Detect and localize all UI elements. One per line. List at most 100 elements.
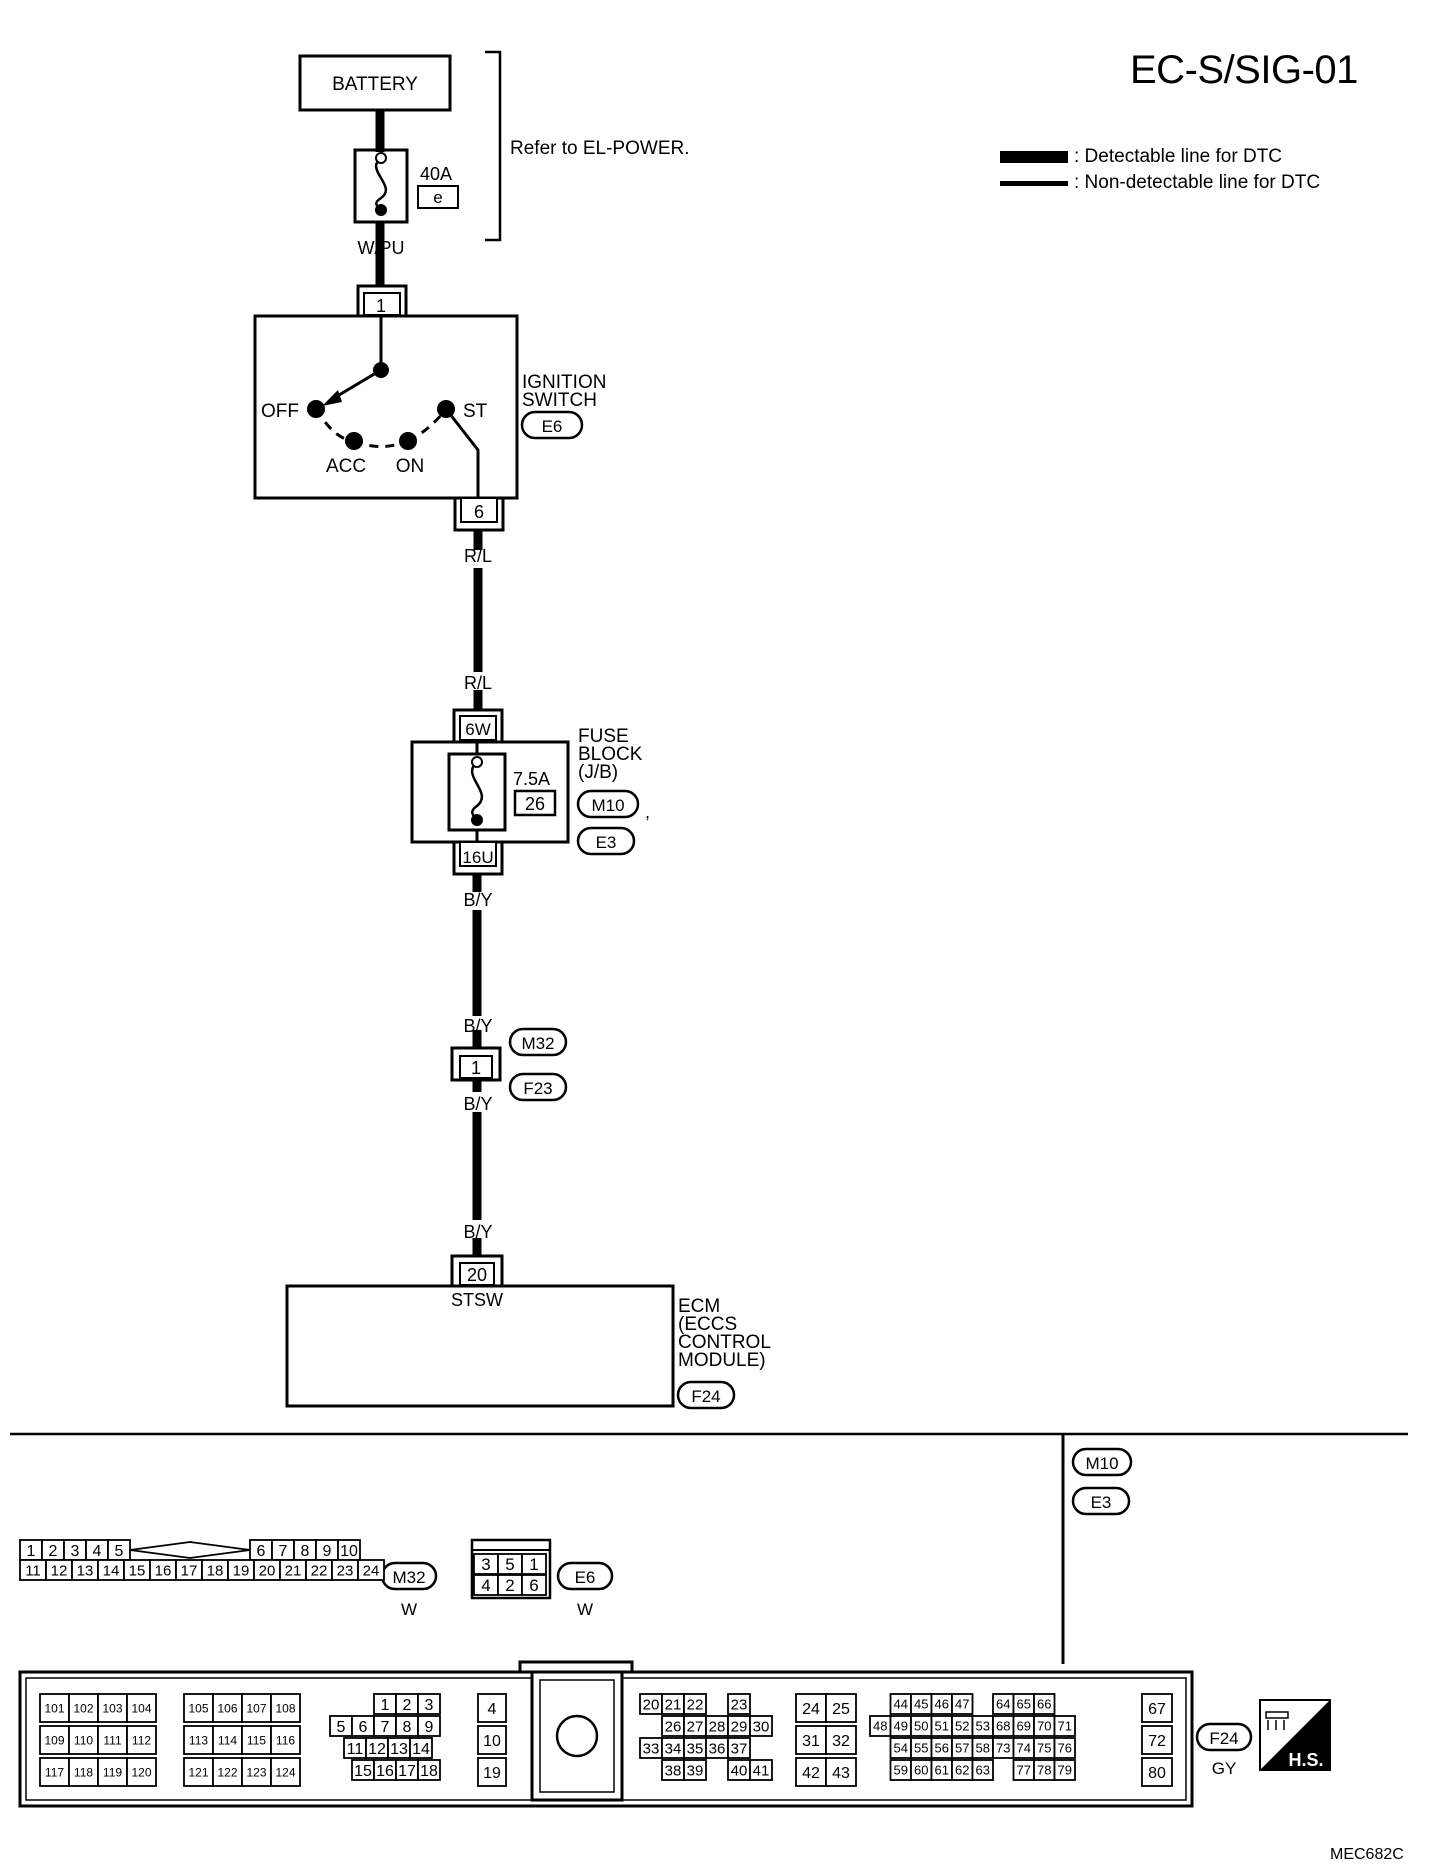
- f24-pin: 68: [996, 1719, 1010, 1734]
- f24-pin: 6: [359, 1719, 368, 1736]
- fuse-name-1: FUSE: [578, 726, 629, 747]
- f24-pin-cell: [241, 1757, 272, 1787]
- e6-pin: 5: [505, 1555, 514, 1574]
- f24-pin-cell: [477, 1757, 507, 1787]
- f24-pin: 40: [731, 1762, 748, 1779]
- f24-pin-cell: [749, 1759, 773, 1781]
- legend-detectable: : Detectable line for DTC: [1000, 146, 1282, 168]
- f24-pin: 61: [935, 1763, 949, 1778]
- f24-pin-cell: [409, 1737, 433, 1759]
- joint-connector-bottom: F23: [523, 1079, 552, 1098]
- f24-pin: 58: [976, 1741, 990, 1756]
- f24-pin-cell: [417, 1693, 441, 1715]
- wire-label-by-2: B/Y: [463, 1016, 492, 1036]
- m32-pin: 22: [311, 1562, 328, 1579]
- m32-pin: 1: [27, 1543, 36, 1560]
- f24-pin: 73: [996, 1741, 1010, 1756]
- fuse-terminal-out: 16U: [462, 848, 493, 867]
- f24-pin: 56: [935, 1741, 949, 1756]
- m32-latch-icon: [129, 1541, 251, 1559]
- f24-pin: 121: [188, 1765, 208, 1779]
- e6-view-id: E6: [575, 1568, 596, 1587]
- f24-pin: 36: [709, 1740, 726, 1757]
- divider-tag-m10: M10: [1085, 1454, 1118, 1473]
- ecm-box: [285, 1284, 675, 1408]
- fuse-connector-1: M10: [591, 796, 624, 815]
- ign-terminal-in: 1: [376, 296, 386, 316]
- f24-pin: 37: [731, 1740, 748, 1757]
- f24-pin: 42: [802, 1765, 820, 1782]
- f24-pin-cell: [39, 1693, 70, 1723]
- f24-pin: 20: [643, 1696, 660, 1713]
- m32-pin: 3: [71, 1543, 80, 1560]
- legend-non-detectable-text: : Non-detectable line for DTC: [1074, 172, 1321, 193]
- f24-pin: 117: [45, 1765, 64, 1779]
- f24-pin: 75: [1037, 1741, 1051, 1756]
- e6-pin-cell: [521, 1553, 547, 1575]
- pos-off: OFF: [261, 401, 299, 422]
- f24-pin-cell: [126, 1693, 157, 1723]
- tag-e3: [576, 826, 636, 856]
- f24-pin-cell: [825, 1693, 857, 1723]
- f24-pin: 120: [131, 1765, 151, 1779]
- legend-detectable-text: : Detectable line for DTC: [1074, 146, 1283, 167]
- f24-pin: 28: [709, 1718, 726, 1735]
- f24-pin-cell: [1141, 1757, 1173, 1787]
- f24-pin: 35: [687, 1740, 704, 1757]
- f24-pin: 5: [337, 1719, 346, 1736]
- f24-pin: 48: [873, 1719, 887, 1734]
- f24-pin: 43: [832, 1765, 850, 1782]
- f24-pin: 54: [894, 1741, 908, 1756]
- ign-name-1: IGNITION: [522, 372, 606, 393]
- fusible-link-symbol: [374, 156, 388, 211]
- battery-label: BATTERY: [332, 74, 418, 95]
- ecm-signal: STSW: [451, 1290, 503, 1310]
- fuse-name-3: (J/B): [578, 762, 618, 783]
- f24-view-color: GY: [1212, 1759, 1237, 1778]
- f24-pin: 49: [894, 1719, 908, 1734]
- f24-pin: 23: [731, 1696, 748, 1713]
- pos-st: ST: [463, 401, 488, 422]
- f24-pin: 24: [802, 1701, 820, 1718]
- f24-pin: 55: [914, 1741, 928, 1756]
- f24-pin: 74: [1017, 1741, 1031, 1756]
- m32-pin: 2: [49, 1543, 58, 1560]
- f24-pin-cell: [97, 1757, 128, 1787]
- f24-pin: 7: [381, 1719, 390, 1736]
- ecm-name-4: MODULE): [678, 1350, 766, 1371]
- tag-view-e6: [556, 1561, 614, 1591]
- fusible-link-code: e: [433, 188, 442, 207]
- wire-label-by-1: B/Y: [463, 890, 492, 910]
- m32-pin: 10: [340, 1543, 358, 1560]
- f24-pin: 65: [1017, 1697, 1031, 1712]
- m32-pin: 16: [155, 1562, 172, 1579]
- f24-pin-cell: [212, 1757, 243, 1787]
- f24-pin: 80: [1148, 1765, 1166, 1782]
- f24-pin: 77: [1017, 1763, 1031, 1778]
- m32-view-color: W: [401, 1600, 417, 1619]
- f24-pin-cell: [417, 1759, 441, 1781]
- f24-pin-cell: [971, 1759, 994, 1781]
- refer-bracket: [485, 50, 502, 242]
- f24-pin: 71: [1058, 1719, 1072, 1734]
- f24-pin: 63: [976, 1763, 990, 1778]
- ign-name-2: SWITCH: [522, 390, 597, 411]
- e6-pin: 2: [505, 1576, 514, 1595]
- m32-pin: 13: [77, 1562, 94, 1579]
- f24-pin: 64: [996, 1697, 1010, 1712]
- m32-pin: 24: [363, 1562, 380, 1579]
- e6-pin: 3: [481, 1555, 490, 1574]
- f24-pin: 41: [753, 1762, 770, 1779]
- f24-pin: 17: [398, 1763, 416, 1780]
- fuse-name-2: BLOCK: [578, 744, 643, 765]
- legend-thick-line: [1000, 151, 1068, 163]
- m32-pin: 11: [25, 1562, 41, 1579]
- m32-pin: 23: [337, 1562, 354, 1579]
- f24-pin-cell: [126, 1757, 157, 1787]
- f24-pin: 103: [102, 1701, 122, 1715]
- f24-pin-cell: [183, 1725, 214, 1755]
- f24-pin-cell: [683, 1693, 707, 1715]
- fusible-link-code-box: [417, 185, 459, 209]
- f24-pin-cell: [749, 1715, 773, 1737]
- f24-pin: 107: [246, 1701, 266, 1715]
